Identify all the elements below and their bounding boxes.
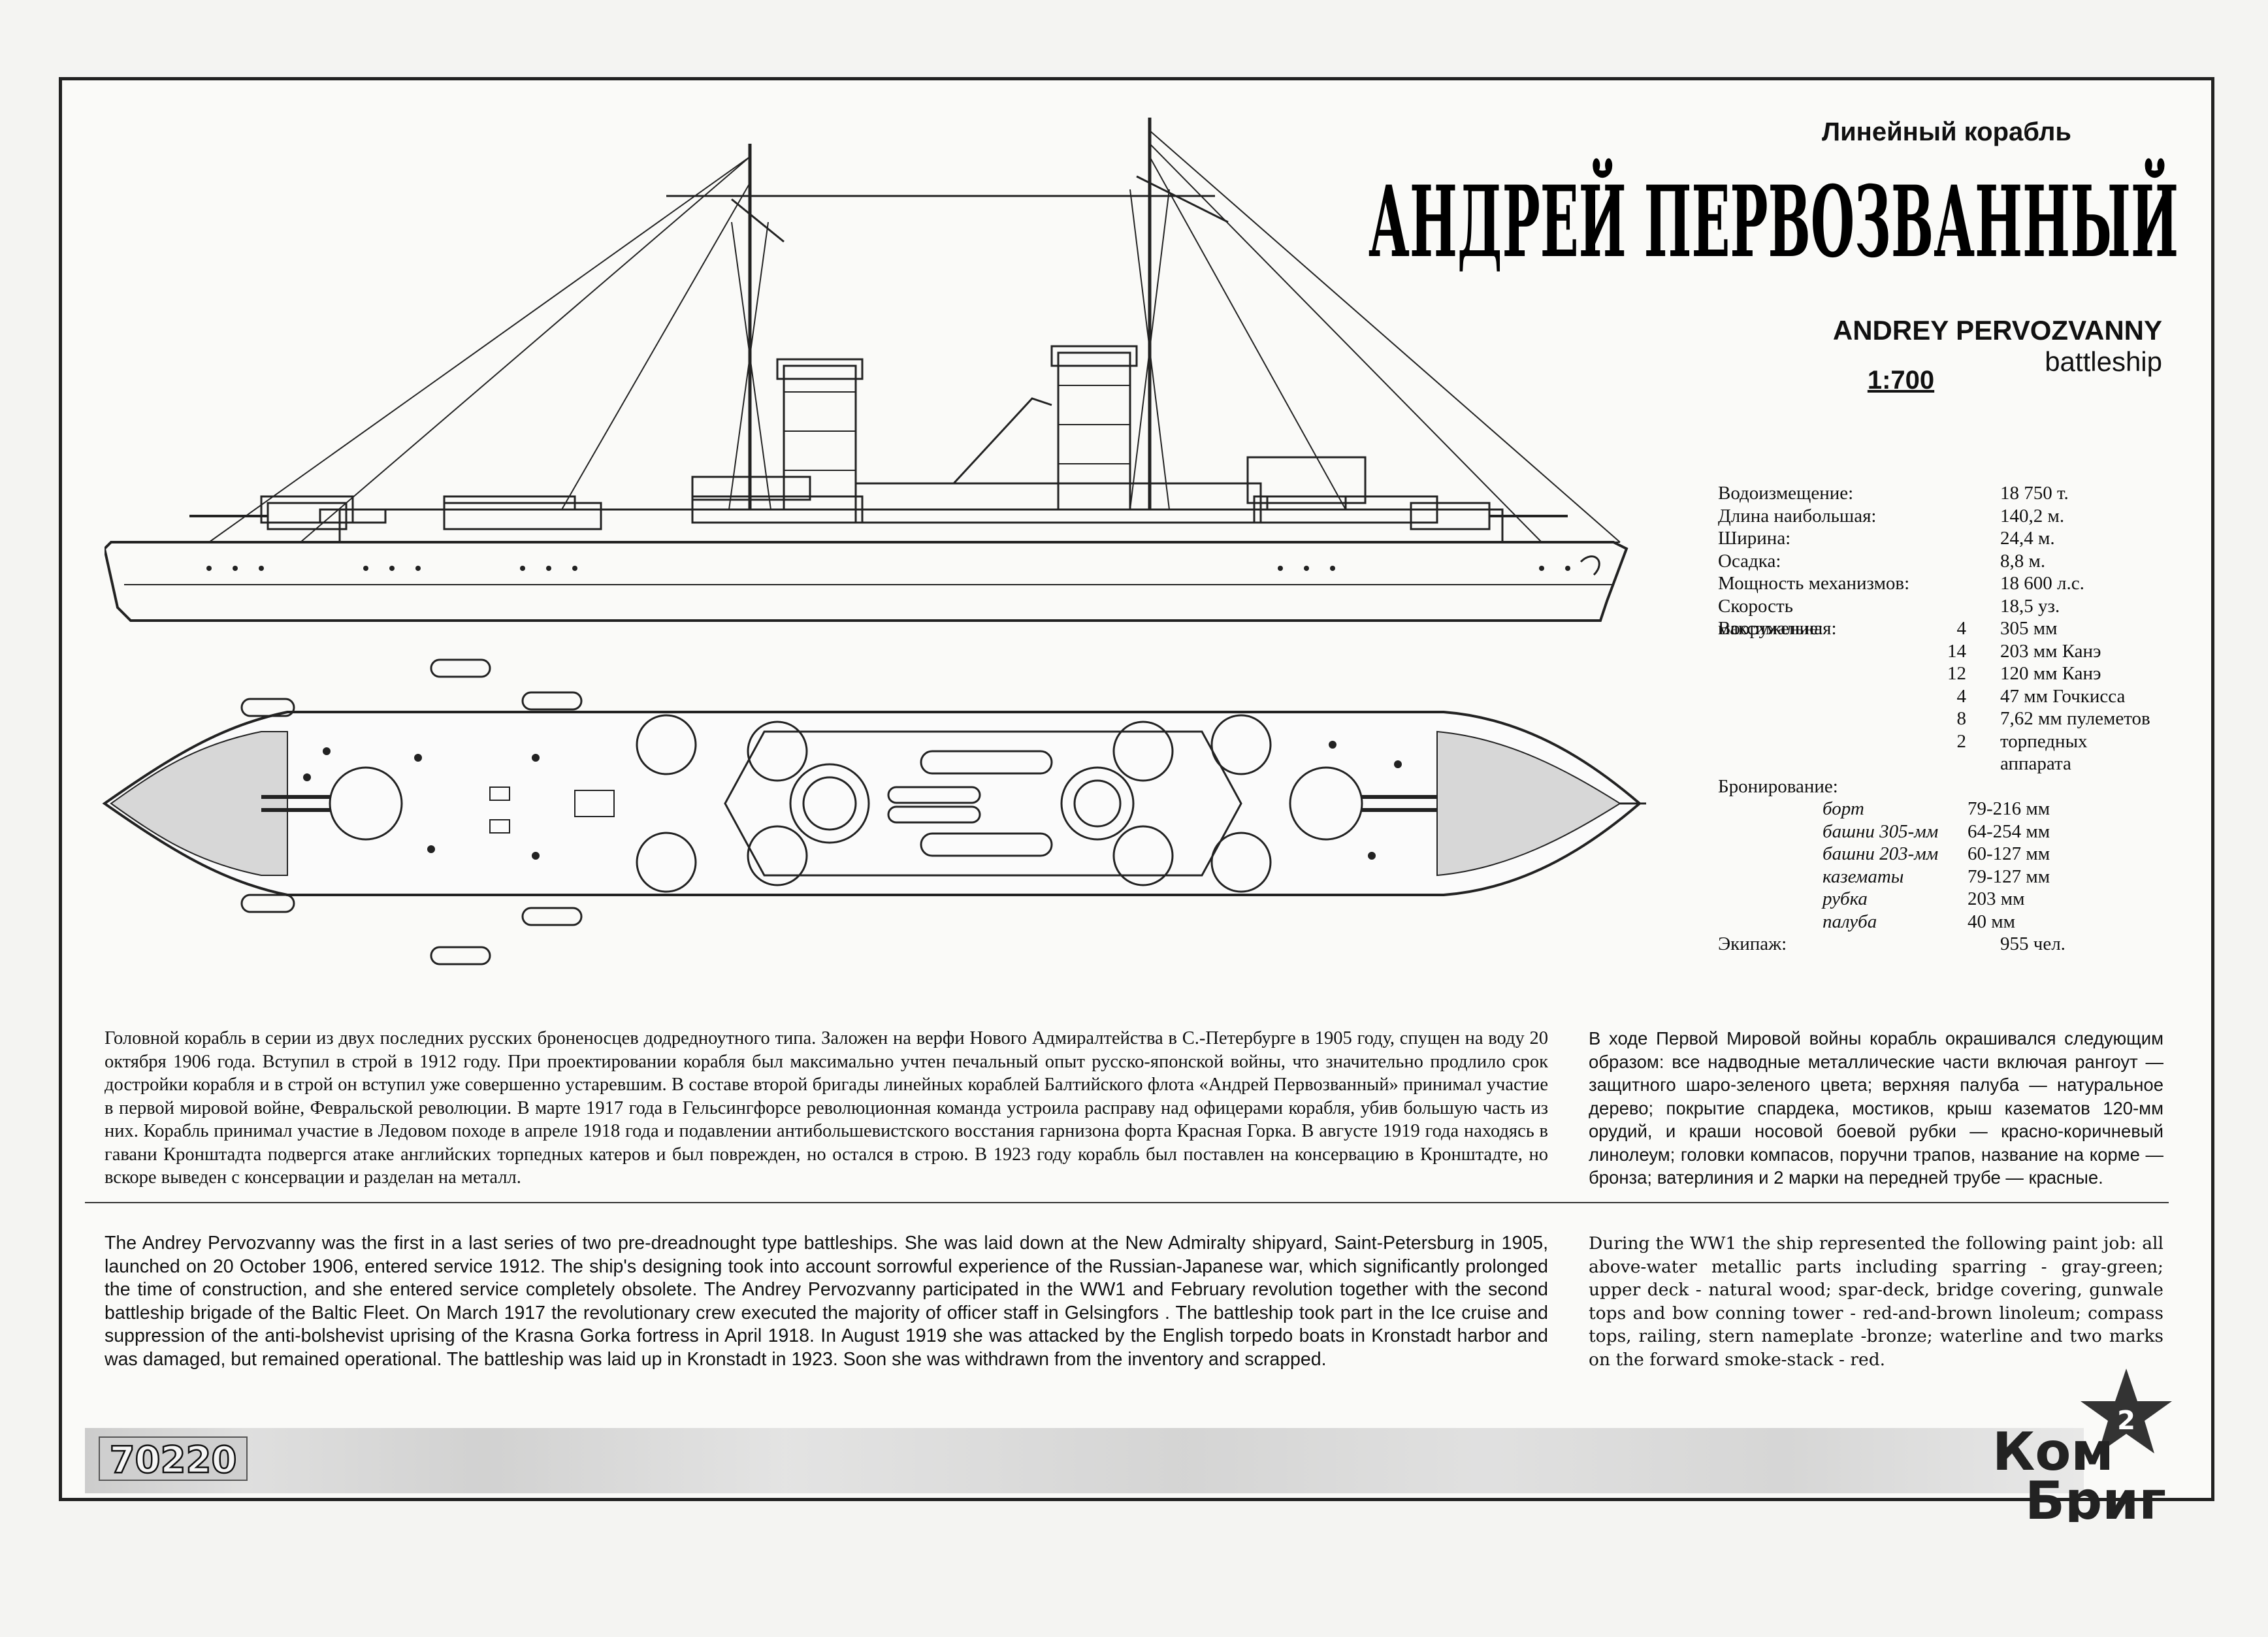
spec-row: Скорость максимальная:18,5 уз. — [1718, 595, 2060, 640]
hatch — [574, 790, 615, 817]
fore-funnel — [776, 358, 864, 511]
footer-band — [85, 1428, 2084, 1493]
hull-outline — [105, 541, 1628, 622]
title-en-name: ANDREY PERVOZVANNY — [1832, 315, 2162, 346]
wing-turret — [636, 714, 697, 775]
paint-ru: В ходе Первой Мировой войны корабль окра… — [1589, 1028, 2163, 1188]
divider — [85, 1202, 2169, 1203]
subtitle-ru: Линейный корабль — [1822, 118, 2071, 146]
scale-label: 1:700 — [1867, 366, 1935, 395]
stays — [208, 130, 1621, 543]
deck-fittings — [303, 741, 1402, 860]
aft-funnel-plan — [789, 763, 870, 844]
kombrig-logo: 2 Ком Бриг — [1992, 1369, 2172, 1522]
specifications-table: Водоизмещение:18 750 т. Длина наибольшая… — [1718, 482, 2188, 956]
catalog-number-text: 70220 — [110, 1439, 237, 1482]
wireless-spars — [666, 175, 1229, 243]
fore-turret — [267, 502, 348, 530]
fore-main-turret — [1289, 766, 1363, 841]
spec-row: Ширина:24,4 м. — [1718, 528, 2055, 549]
spec-row: Длина наибольшая:140,2 м. — [1718, 505, 2065, 527]
title-en-type: battleship — [2045, 346, 2162, 377]
spec-row: Экипаж:955 чел. — [1718, 933, 2066, 954]
superstructure-plan — [724, 730, 1242, 877]
bow-planking — [1436, 730, 1621, 877]
boat — [920, 750, 1053, 775]
plan-view-drawing — [102, 658, 1646, 965]
fore-funnel-plan — [1060, 766, 1135, 841]
svg-text:Бриг: Бриг — [2025, 1470, 2166, 1522]
aft-bridge — [1246, 456, 1367, 504]
stern-planking — [110, 731, 288, 876]
spec-row: аппарата — [2000, 753, 2071, 774]
title-ru-text: АНДРЕЙ ПЕРВОЗВАННЫЙ — [1369, 158, 2179, 276]
spec-row: Водоизмещение:18 750 т. — [1718, 483, 2069, 504]
superstructure — [338, 508, 1504, 543]
catalog-number: 70220 — [99, 1436, 248, 1482]
history-ru: Головной корабль в серии из двух последн… — [105, 1028, 1548, 1188]
spec-row: Бронирование: — [1718, 775, 1838, 797]
spec-row: Мощность механизмов:18 600 л.с. — [1718, 573, 2084, 594]
anchor-icon — [1580, 555, 1600, 576]
svg-text:2: 2 — [2117, 1406, 2135, 1436]
title-ru: АНДРЕЙ ПЕРВОЗВАННЫЙ — [1369, 158, 2179, 276]
spec-row: Осадка:8,8 м. — [1718, 550, 2046, 572]
paint-en: During the WW1 the ship represented the … — [1589, 1233, 2163, 1370]
side-profile-drawing — [105, 118, 1628, 622]
aft-turret — [1410, 502, 1491, 530]
deck-outline — [102, 711, 1642, 896]
title-en: ANDREY PERVOZVANNY battleship — [1711, 315, 2162, 378]
svg-text:Ком: Ком — [1992, 1421, 2114, 1482]
aft-main-turret — [329, 766, 403, 841]
boat-crane — [952, 397, 1052, 485]
portholes — [206, 566, 1570, 571]
star-icon — [2081, 1369, 2172, 1453]
history-en: The Andrey Pervozvanny was the first in … — [105, 1233, 1548, 1370]
aft-funnel — [1050, 345, 1138, 511]
